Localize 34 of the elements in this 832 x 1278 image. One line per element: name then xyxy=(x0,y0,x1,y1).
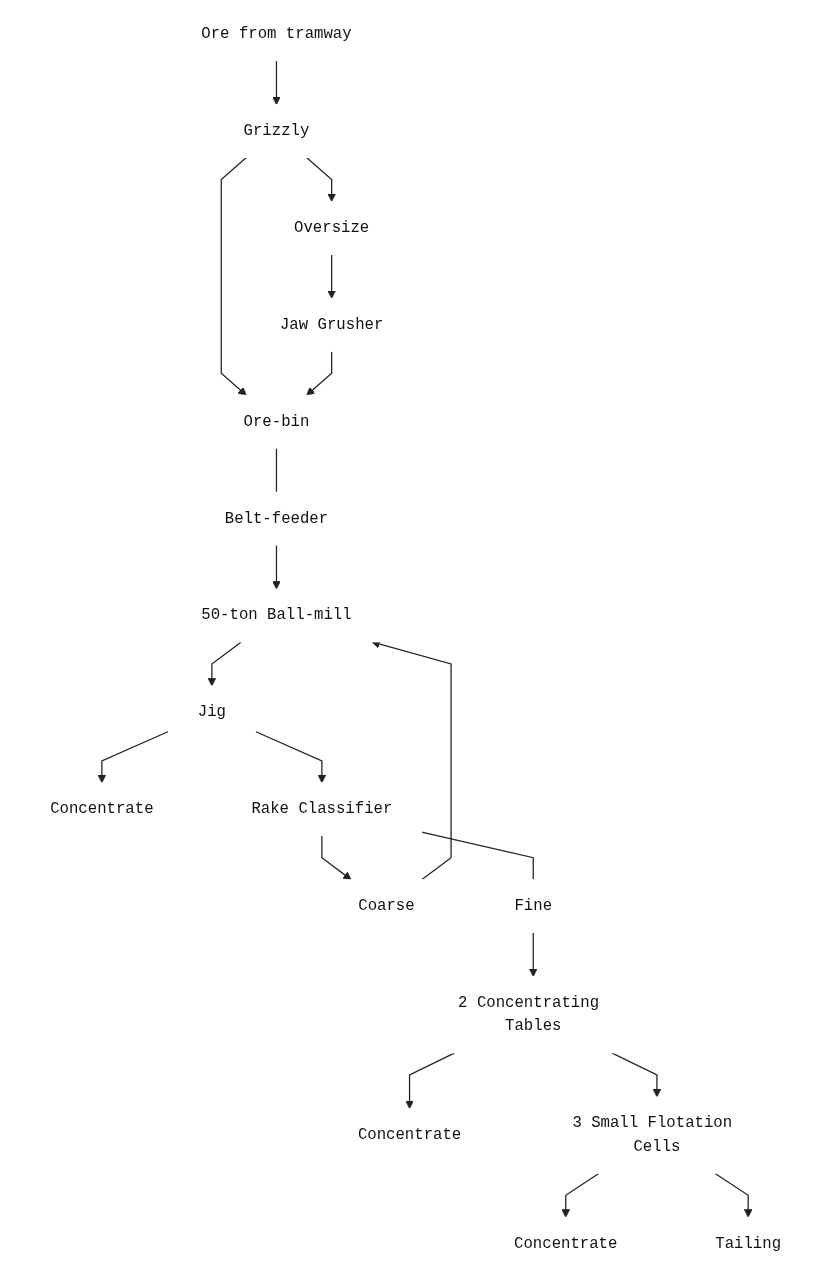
node-text: Grizzly xyxy=(243,122,310,140)
arrow xyxy=(207,641,243,687)
node-text: Ore-bin xyxy=(243,412,310,431)
node-text: Concentrate xyxy=(514,1234,618,1253)
arrow xyxy=(306,156,337,202)
arrow xyxy=(221,156,248,396)
node-text: Fine xyxy=(514,897,553,915)
node-text: Oversize xyxy=(294,219,370,237)
arrow xyxy=(611,1052,662,1098)
node-text: 50-ton Ball-mill xyxy=(201,606,352,625)
node-text: Tailing xyxy=(715,1234,782,1253)
arrow xyxy=(97,730,170,784)
connector xyxy=(421,831,535,881)
node-text: Coarse xyxy=(358,897,416,915)
arrow xyxy=(272,544,282,590)
arrow xyxy=(561,1172,601,1218)
arrow xyxy=(306,350,333,396)
node-text: Ore from tramway xyxy=(201,25,352,44)
node-text: 2 Concentrating Tables xyxy=(458,994,600,1036)
node-text: Jaw Grusher xyxy=(280,316,384,334)
arrow xyxy=(714,1172,753,1218)
arrow xyxy=(405,1052,456,1110)
connector xyxy=(276,447,278,493)
node-text: Rake Classifier xyxy=(251,800,393,819)
node-text: Belt-feeder xyxy=(225,509,329,528)
node-text: Concentrate xyxy=(50,800,154,819)
arrow xyxy=(321,835,352,881)
node-text: Jig xyxy=(198,703,227,722)
arrow xyxy=(272,60,282,106)
arrow xyxy=(255,730,327,784)
node-text: 3 Small Flotation Cells xyxy=(572,1114,733,1156)
node-text: Concentrate xyxy=(358,1126,462,1144)
arrow xyxy=(327,253,337,299)
arrow xyxy=(529,931,538,977)
